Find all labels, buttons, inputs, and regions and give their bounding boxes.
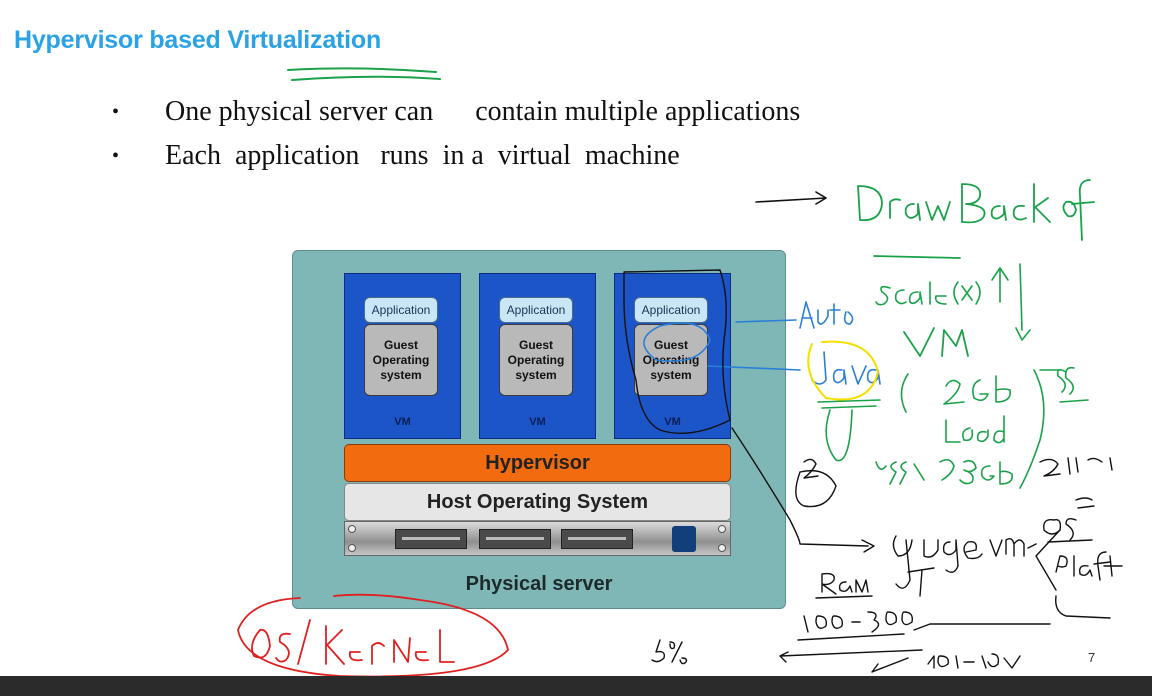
- vm-label: VM: [664, 416, 681, 428]
- server-hardware: [344, 521, 731, 556]
- host-os-layer: Host Operating System: [344, 483, 731, 521]
- vm-guest-os-label: Guest Operating system: [642, 337, 700, 382]
- slide-title: Hypervisor based Virtualization: [14, 26, 382, 54]
- drive-bay-icon: [479, 529, 551, 549]
- vm-application: Application: [499, 297, 573, 323]
- vm-guest-os: Guest Operating system: [499, 324, 573, 396]
- physical-server-diagram: Application Guest Operating system VM Ap…: [292, 250, 786, 609]
- bullet-marker: •: [112, 145, 120, 167]
- vm-label: VM: [394, 416, 411, 428]
- vm-guest-os: Guest Operating system: [364, 324, 438, 396]
- bullet-text: One physical server can contain multiple…: [165, 96, 801, 127]
- bullet-marker: •: [112, 101, 120, 123]
- bullet-text: Each application runs in a virtual machi…: [165, 140, 680, 171]
- vm-application: Application: [634, 297, 708, 323]
- hardware-screw-icon: [718, 544, 726, 552]
- page-number: 7: [1088, 650, 1096, 665]
- vm-box: Application Guest Operating system VM: [614, 273, 731, 439]
- hardware-screw-icon: [348, 525, 356, 533]
- power-panel-icon: [672, 526, 696, 552]
- vm-guest-os-label: Guest Operating system: [507, 337, 565, 382]
- vm-guest-os: Guest Operating system: [634, 324, 708, 396]
- hardware-screw-icon: [718, 525, 726, 533]
- bottom-bar: [0, 676, 1152, 696]
- vm-box: Application Guest Operating system VM: [479, 273, 596, 439]
- hypervisor-layer: Hypervisor: [344, 444, 731, 482]
- drive-bay-icon: [395, 529, 467, 549]
- vm-application: Application: [364, 297, 438, 323]
- drive-bay-icon: [561, 529, 633, 549]
- physical-server-label: Physical server: [465, 573, 613, 595]
- vm-guest-os-label: Guest Operating system: [372, 337, 430, 382]
- hardware-screw-icon: [348, 544, 356, 552]
- vm-label: VM: [529, 416, 546, 428]
- vm-box: Application Guest Operating system VM: [344, 273, 461, 439]
